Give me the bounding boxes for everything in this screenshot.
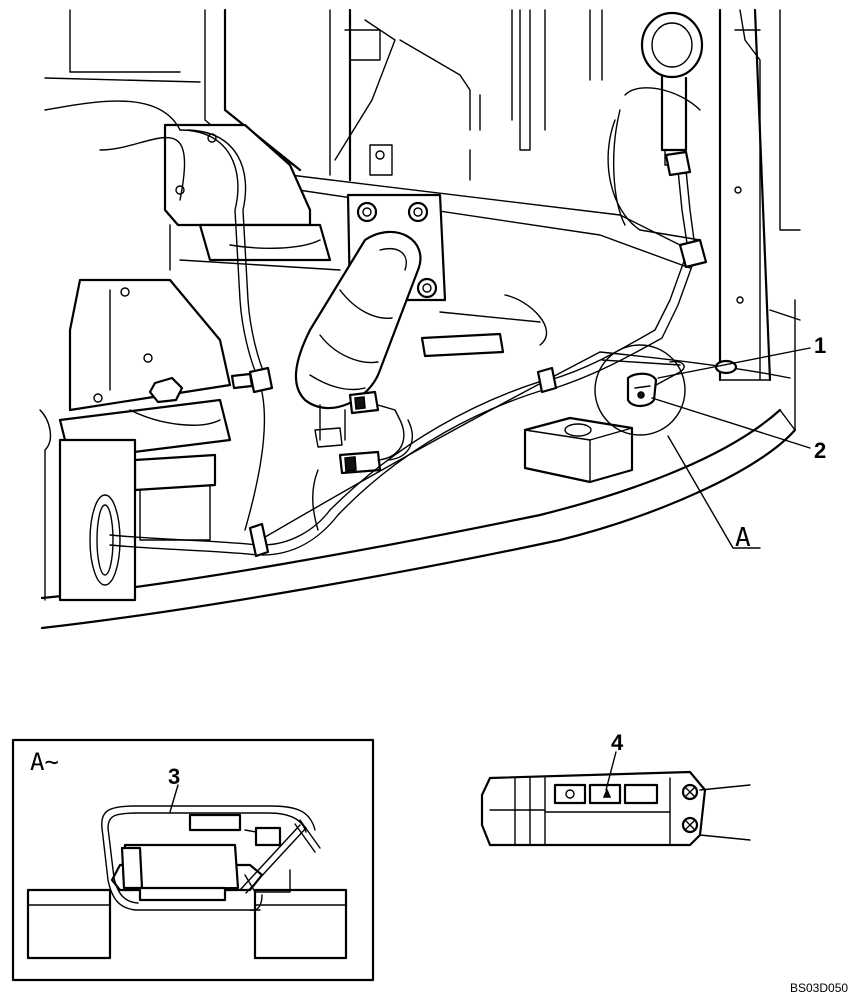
inset-title: A∼	[30, 748, 59, 776]
inset-floor	[26, 888, 348, 960]
round-cap	[640, 11, 704, 166]
main-view	[39, 8, 811, 630]
inset-a	[11, 738, 375, 982]
callout-3: 3	[168, 764, 181, 789]
connector-lower	[314, 427, 382, 475]
left-bracket-upper	[163, 123, 341, 271]
leader-lines	[651, 347, 811, 549]
callout-4: 4	[611, 730, 624, 755]
inset-wire-loop	[101, 805, 321, 912]
cable-clamps	[230, 150, 708, 558]
view-label-a: A	[735, 523, 751, 553]
base-plate	[40, 299, 797, 630]
flat-tab	[420, 332, 505, 358]
left-bracket-lower	[39, 278, 232, 602]
callout-1: 1	[814, 333, 827, 358]
inset-leader-3	[169, 784, 179, 813]
control-panel	[480, 751, 751, 847]
connector-upper	[348, 390, 380, 415]
callout-2: 2	[814, 438, 827, 463]
detail-circle-a	[594, 344, 738, 436]
panel-leader-4	[605, 751, 617, 791]
right-column	[607, 8, 801, 382]
cable-harness	[44, 100, 697, 556]
inset-sensor-body	[110, 843, 291, 902]
square-block	[523, 416, 634, 484]
reference-code: BS03D050	[790, 981, 849, 995]
hex-bolt-left	[148, 376, 184, 404]
